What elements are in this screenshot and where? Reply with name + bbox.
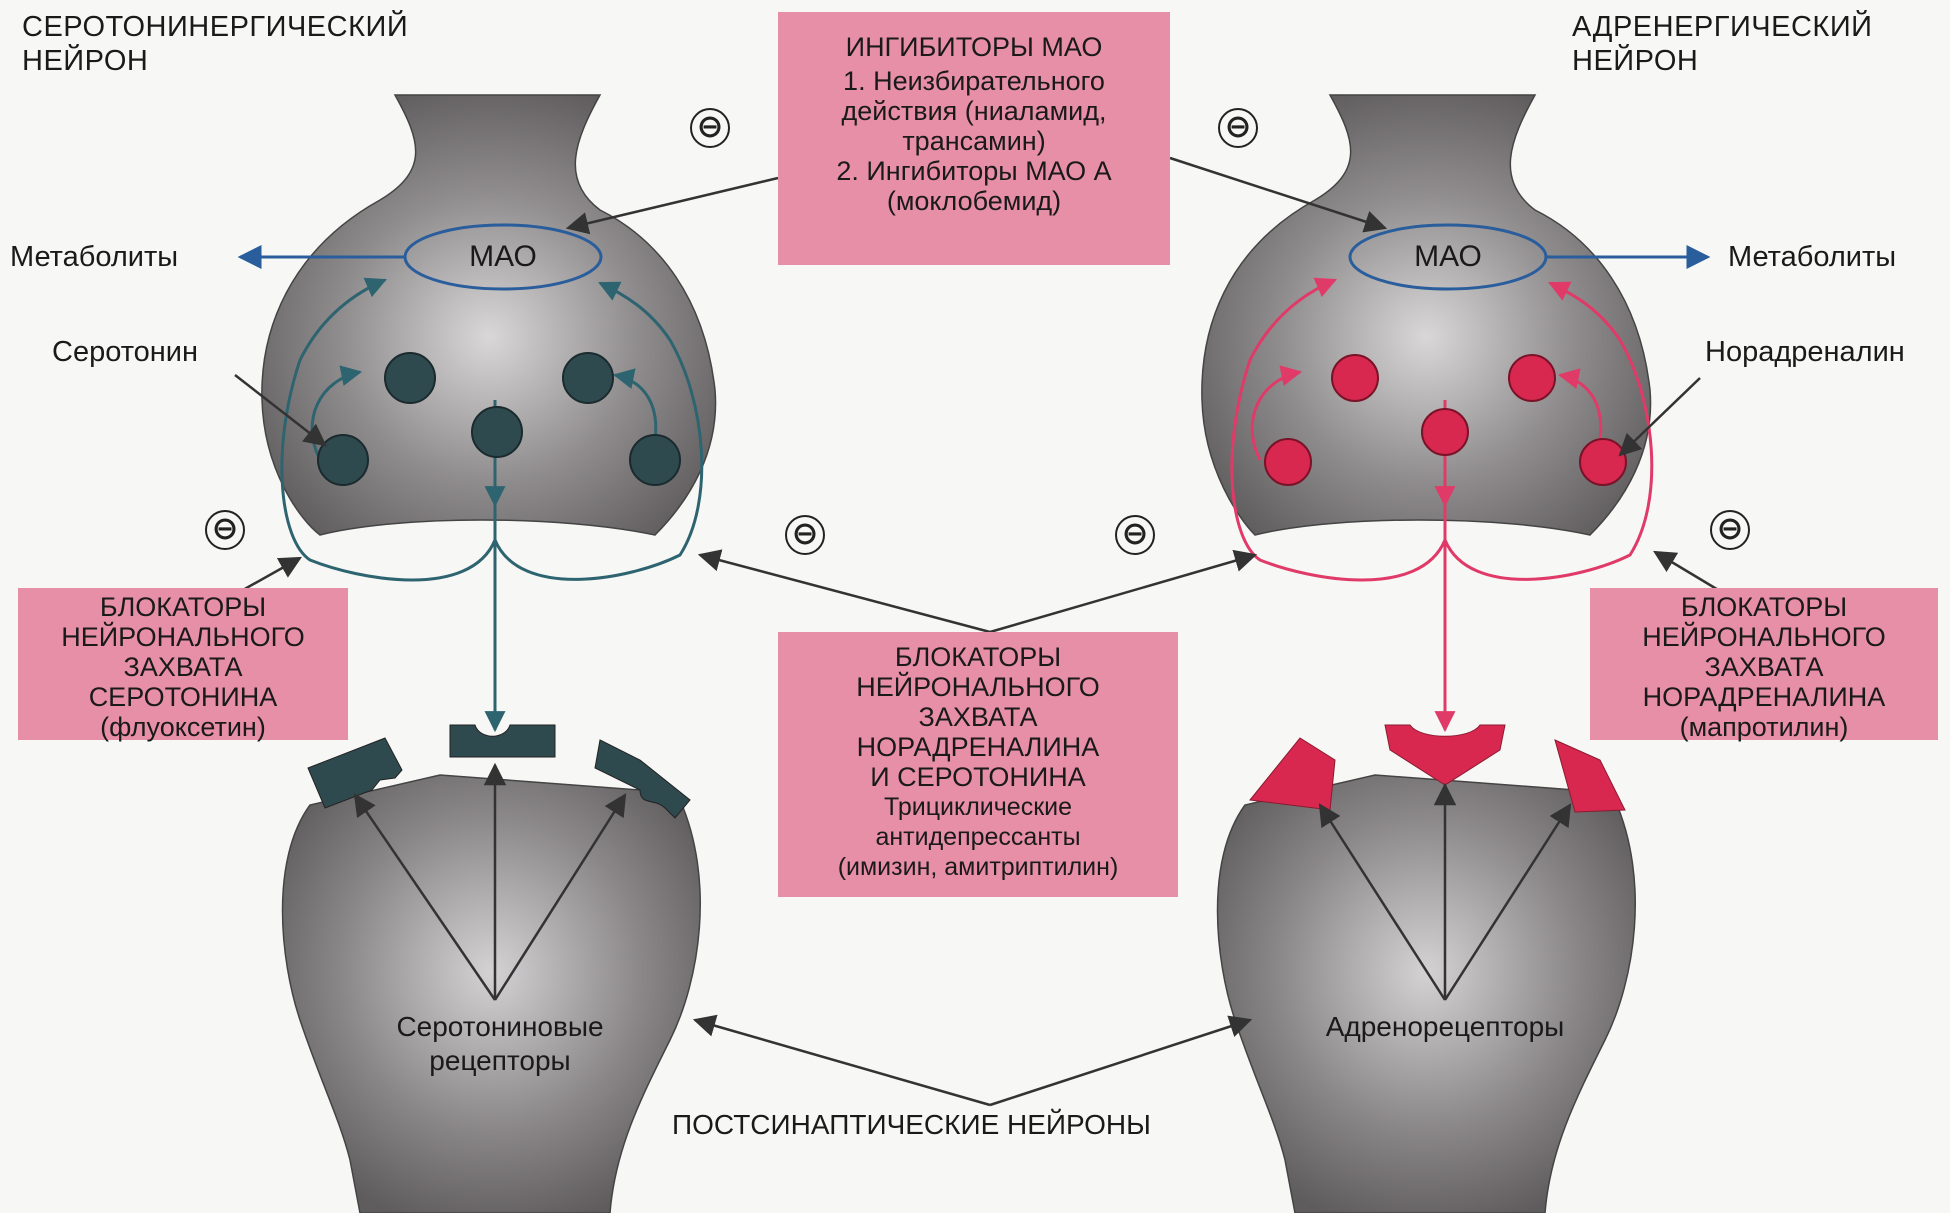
serotonin-dot-1 (385, 353, 435, 403)
right-neuron-title: АДРЕНЕРГИЧЕСКИЙ НЕЙРОН (1572, 10, 1873, 78)
serotonin-dot-5 (630, 435, 680, 485)
adrenoreceptors-label: Адренорецепторы (1290, 1010, 1600, 1044)
inhibition-icon: ⊖ (205, 510, 245, 550)
mao-inhibitors-line: 1. Неизбирательного (778, 66, 1170, 96)
inhibition-icon: ⊖ (1115, 515, 1155, 555)
mao-inhibitors-line: 2. Ингибиторы МАО А (778, 156, 1170, 186)
mao-inhibitors-line: действия (ниаламид, (778, 96, 1170, 126)
mao-inhibitors-line: (моклобемид) (778, 186, 1170, 216)
left-neuron-title: СЕРОТОНИНЕРГИЧЕСКИЙ НЕЙРОН (22, 10, 408, 78)
inhibition-icon: ⊖ (1218, 108, 1258, 148)
right-blocker-line: (мапротилин) (1590, 712, 1938, 742)
mao-inhibitors-box: ИНГИБИТОРЫ МАО 1. Неизбирательного дейст… (778, 12, 1170, 265)
right-postsynaptic-neuron (1218, 775, 1636, 1213)
center-blocker-line: Трициклические (778, 792, 1178, 822)
center-blocker-line: (имизин, амитриптилин) (778, 852, 1178, 882)
left-metabolites-label: Метаболиты (10, 240, 178, 274)
right-neuron-title-line2: НЕЙРОН (1572, 44, 1873, 78)
serotonin-dot-3 (318, 435, 368, 485)
mao-inhibitors-title: ИНГИБИТОРЫ МАО (778, 32, 1170, 62)
serotonin-receptors-line2: рецепторы (355, 1044, 645, 1078)
left-blocker-line: СЕРОТОНИНА (18, 682, 348, 712)
serotonin-receptors-label: Серотониновые рецепторы (355, 1010, 645, 1078)
right-blocker-line: НЕЙРОНАЛЬНОГО (1590, 622, 1938, 652)
serotonin-dot-4 (472, 407, 522, 457)
inhibition-icon: ⊖ (1710, 510, 1750, 550)
right-blocker-box: БЛОКАТОРЫ НЕЙРОНАЛЬНОГО ЗАХВАТА НОРАДРЕН… (1590, 588, 1938, 740)
left-receptor-2 (450, 725, 555, 757)
right-receptor-1 (1250, 738, 1335, 810)
center-blocker-line: НОРАДРЕНАЛИНА (778, 732, 1178, 762)
left-blocker-line: БЛОКАТОРЫ (18, 592, 348, 622)
serotonin-receptors-line1: Серотониновые (355, 1010, 645, 1044)
right-metabolites-label: Метаболиты (1728, 240, 1896, 274)
center-blocker-box: БЛОКАТОРЫ НЕЙРОНАЛЬНОГО ЗАХВАТА НОРАДРЕН… (778, 632, 1178, 897)
noradrenaline-dot-3 (1265, 439, 1311, 485)
noradrenaline-dot-5 (1580, 439, 1626, 485)
left-neuron-title-line1: СЕРОТОНИНЕРГИЧЕСКИЙ (22, 10, 408, 44)
mao-inhibitors-line: трансамин) (778, 126, 1170, 156)
center-blocker-line: НЕЙРОНАЛЬНОГО (778, 672, 1178, 702)
center-blocker-line: И СЕРОТОНИНА (778, 762, 1178, 792)
serotonin-label: Серотонин (52, 335, 198, 369)
noradrenaline-dot-1 (1332, 355, 1378, 401)
left-mao-label: МАО (433, 240, 573, 274)
left-blocker-line: НЕЙРОНАЛЬНОГО (18, 622, 348, 652)
right-receptor-2 (1385, 725, 1505, 785)
center-blocker-line: ЗАХВАТА (778, 702, 1178, 732)
inhibition-icon: ⊖ (785, 515, 825, 555)
left-blocker-line: ЗАХВАТА (18, 652, 348, 682)
left-neuron-title-line2: НЕЙРОН (22, 44, 408, 78)
noradrenaline-label: Норадреналин (1705, 335, 1905, 369)
noradrenaline-dot-4 (1422, 409, 1468, 455)
center-blocker-line: БЛОКАТОРЫ (778, 642, 1178, 672)
right-blocker-line: ЗАХВАТА (1590, 652, 1938, 682)
right-mao-label: МАО (1378, 240, 1518, 274)
left-blocker-line: (флуоксетин) (18, 712, 348, 742)
noradrenaline-dot-2 (1509, 355, 1555, 401)
postsynaptic-neurons-label: ПОСТСИНАПТИЧЕСКИЕ НЕЙРОНЫ (672, 1108, 1151, 1142)
serotonin-dot-2 (563, 353, 613, 403)
left-blocker-box: БЛОКАТОРЫ НЕЙРОНАЛЬНОГО ЗАХВАТА СЕРОТОНИ… (18, 588, 348, 740)
right-blocker-line: НОРАДРЕНАЛИНА (1590, 682, 1938, 712)
right-neuron-title-line1: АДРЕНЕРГИЧЕСКИЙ (1572, 10, 1873, 44)
center-blocker-line: антидепрессанты (778, 822, 1178, 852)
right-blocker-line: БЛОКАТОРЫ (1590, 592, 1938, 622)
inhibition-icon: ⊖ (690, 108, 730, 148)
